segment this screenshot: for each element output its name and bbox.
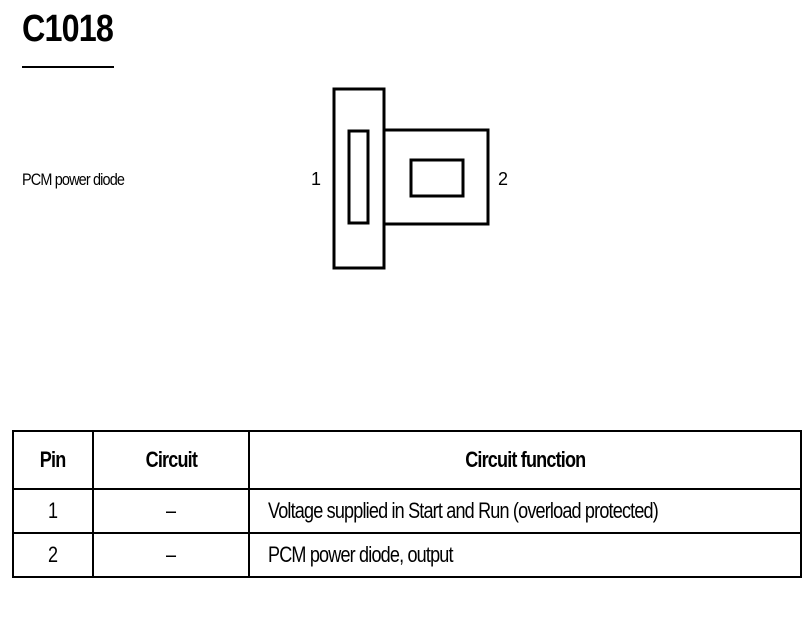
header-pin: Pin xyxy=(12,430,94,490)
table-header-row: Pin Circuit Circuit function xyxy=(12,430,802,490)
component-label: PCM power diode xyxy=(22,170,125,189)
pin-2-label: 2 xyxy=(498,169,509,189)
header-circuit-function: Circuit function xyxy=(248,430,802,490)
header-circuit: Circuit xyxy=(92,430,250,490)
table-row: 2 – PCM power diode, output xyxy=(12,532,802,578)
cell-circuit-function: Voltage supplied in Start and Run (overl… xyxy=(248,488,802,534)
connector-diagram xyxy=(332,87,490,270)
pin-1-label: 1 xyxy=(311,169,322,189)
pin-1-cavity xyxy=(347,129,370,225)
cell-circuit-function: PCM power diode, output xyxy=(248,532,802,578)
cell-pin: 2 xyxy=(12,532,94,578)
cell-circuit: – xyxy=(92,532,250,578)
title-underline xyxy=(22,66,114,68)
connector-left-housing xyxy=(332,87,386,270)
pin-table: Pin Circuit Circuit function 1 – Voltage… xyxy=(12,430,802,578)
cell-circuit: – xyxy=(92,488,250,534)
connector-title: C1018 xyxy=(22,8,114,50)
table-row: 1 – Voltage supplied in Start and Run (o… xyxy=(12,488,802,534)
pin-2-cavity xyxy=(409,158,465,198)
cell-pin: 1 xyxy=(12,488,94,534)
